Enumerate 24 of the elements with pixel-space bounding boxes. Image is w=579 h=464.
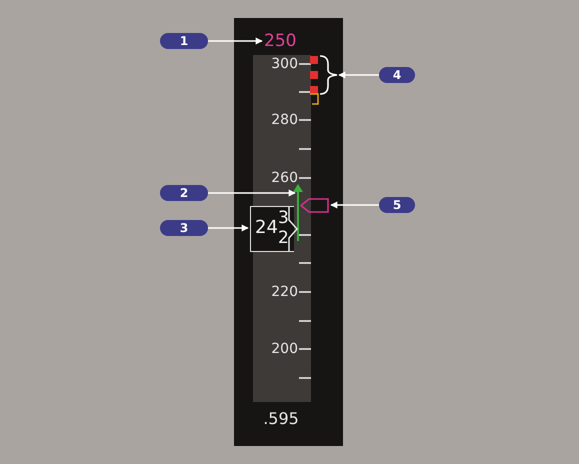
speed-bug (300, 198, 330, 213)
rolling-digit: 3 (278, 208, 289, 228)
arrow (208, 190, 296, 196)
scale-number: 220 (270, 284, 298, 300)
callout-number: 1 (160, 33, 208, 49)
callout-number: 4 (379, 67, 415, 83)
airspeed-readout (250, 206, 294, 252)
selected-speed: 250 (264, 31, 304, 51)
scale-number: 300 (270, 56, 298, 72)
speed-limit-bar (308, 54, 338, 105)
arrow (338, 72, 379, 78)
mach-readout: .595 (262, 411, 300, 427)
trend-vector-arrow (293, 184, 303, 241)
scale-number: 260 (270, 170, 298, 186)
callout-number: 3 (160, 220, 208, 236)
callout-number: 5 (379, 197, 415, 213)
arrow (330, 202, 379, 208)
scale-number: 200 (270, 341, 298, 357)
readout-digits: 24 (255, 218, 278, 238)
arrow (208, 224, 249, 232)
callout-number: 2 (160, 185, 208, 201)
scale-number: 280 (270, 112, 298, 128)
rolling-digit: 2 (278, 228, 289, 248)
arrow (208, 38, 263, 44)
